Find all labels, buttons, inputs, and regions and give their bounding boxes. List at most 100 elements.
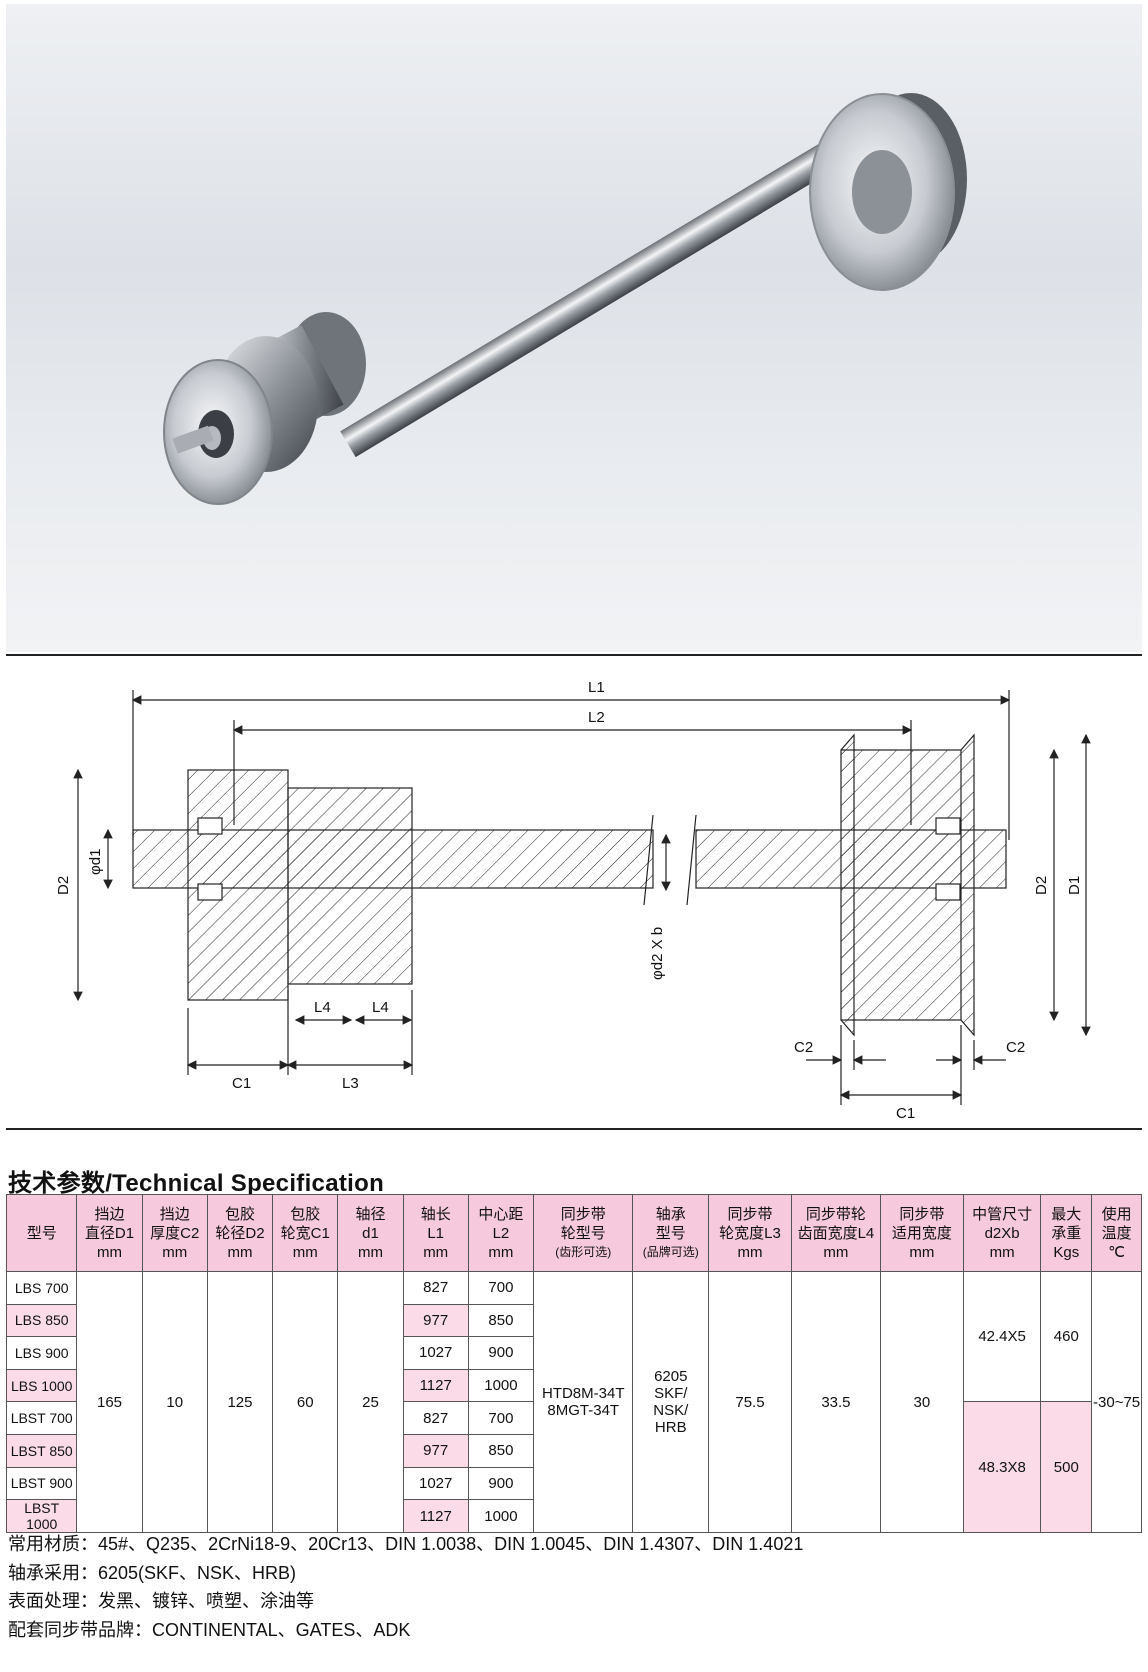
product-photo	[6, 4, 1142, 652]
center-distance-cell: 850	[467, 1303, 535, 1338]
header-line: 温度	[1101, 1224, 1132, 1242]
shaft-length-cell: 977	[402, 1303, 469, 1338]
max-load-cell: 460	[1040, 1270, 1093, 1403]
dim-c2-left: C2	[794, 1039, 813, 1056]
max-load-cell: 500	[1040, 1401, 1093, 1534]
tube-size-cell: 48.3X8	[962, 1401, 1042, 1534]
header-cell: 同步带轮型号(齿形可选)	[533, 1194, 634, 1272]
center-distance-cell: 900	[467, 1336, 535, 1370]
notes: 常用材质：45#、Q235、2CrNi18-9、20Cr13、DIN 1.003…	[8, 1530, 803, 1644]
shaft-length-cell: 1127	[402, 1499, 469, 1534]
header-line: (品牌可选)	[642, 1244, 699, 1259]
header-line: 轴径	[355, 1205, 386, 1223]
flange-thickness-cell: 10	[141, 1270, 208, 1534]
bearing-model-cell-line: 6205	[654, 1368, 688, 1386]
dim-d2-right: D2	[1033, 876, 1050, 895]
wheel-width-cell: 60	[272, 1270, 339, 1534]
dim-c1-left: C1	[232, 1075, 251, 1092]
header-line: 直径D1	[84, 1224, 135, 1242]
header-line: Kgs	[1053, 1243, 1080, 1261]
header-line: 包胶	[224, 1205, 255, 1223]
pulley-width-cell: 75.5	[708, 1270, 792, 1534]
header-line: 同步带	[899, 1205, 945, 1223]
header-line: 挡边	[94, 1205, 125, 1223]
header-line: 轮型号	[560, 1224, 606, 1242]
model-cell: LBS 900	[5, 1336, 78, 1370]
model-cell: LBST 850	[5, 1433, 78, 1468]
header-line: 轮宽C1	[280, 1224, 330, 1242]
header-line: 齿面宽度L4	[797, 1224, 875, 1242]
note-material: 常用材质：45#、Q235、2CrNi18-9、20Cr13、DIN 1.003…	[8, 1534, 804, 1554]
bottom-divider	[6, 1128, 1142, 1130]
header-line: 中心距	[478, 1205, 524, 1223]
shaft-length-cell: 827	[402, 1271, 469, 1305]
shaft-length-cell: 1027	[402, 1336, 469, 1370]
dim-tube: φd2 X b	[649, 927, 666, 980]
header-line: 型号	[26, 1224, 57, 1242]
header-line: mm	[357, 1243, 383, 1261]
dim-c2-right: C2	[1006, 1039, 1025, 1056]
header-line: mm	[488, 1243, 514, 1261]
belt-width-cell: 30	[879, 1270, 964, 1534]
bearing-model-cell-line: SKF/	[654, 1385, 688, 1403]
header-line: 轮宽度L3	[719, 1224, 781, 1242]
dim-shaft-d1: φd1	[87, 849, 104, 875]
header-line: mm	[737, 1243, 763, 1261]
center-distance-cell: 850	[467, 1433, 535, 1468]
technical-drawing: L1 L2 L3 L4 L4 C1 C1 C2 C2 D2 φd1 D2 D1 …	[6, 679, 1142, 1130]
center-distance-cell: 900	[467, 1466, 535, 1501]
dim-c1-right: C1	[896, 1105, 915, 1122]
note-bearing: 轴承采用：6205(SKF、NSK、HRB)	[8, 1562, 297, 1583]
header-cell: 型号	[5, 1194, 78, 1272]
header-line: d1	[362, 1224, 379, 1242]
pulley-model-cell-line: 8MGT-34T	[547, 1402, 620, 1420]
header-line: 适用宽度	[891, 1224, 952, 1242]
header-line: 承重	[1051, 1224, 1082, 1242]
shaft-length-cell: 827	[402, 1401, 469, 1435]
header-cell: 轴承型号 (品牌可选)	[632, 1194, 710, 1272]
header-cell: 使用温度℃	[1091, 1194, 1142, 1272]
temperature-cell: -30~75	[1091, 1270, 1142, 1534]
header-line: 包胶	[290, 1205, 321, 1223]
dim-d1: D1	[1066, 876, 1083, 895]
dim-l4a: L4	[314, 999, 331, 1016]
center-distance-cell: 1000	[467, 1499, 535, 1534]
shaft-diameter-cell: 25	[337, 1270, 404, 1534]
header-line: 使用	[1101, 1205, 1132, 1223]
shaft-length-cell: 977	[402, 1433, 469, 1468]
header-line: 同步带轮	[805, 1205, 866, 1223]
center-distance-cell: 700	[467, 1271, 535, 1305]
dim-l1: L1	[588, 679, 605, 696]
drawing-svg: L1 L2 L3 L4 L4 C1 C1 C2 C2 D2 φd1 D2 D1 …	[55, 679, 1091, 1122]
header-line: 挡边	[159, 1205, 190, 1223]
header-line: 轴承	[655, 1205, 686, 1223]
model-cell: LBST 1000	[5, 1499, 78, 1534]
shaft-length-cell: 1127	[402, 1368, 469, 1403]
header-line: mm	[989, 1243, 1015, 1261]
header-line: 轮径D2	[215, 1224, 265, 1242]
dim-l4b: L4	[372, 999, 389, 1016]
header-line: mm	[227, 1243, 253, 1261]
wheel-diameter-cell: 125	[206, 1270, 274, 1534]
header-line: mm	[423, 1243, 449, 1261]
header-line: 型号	[655, 1224, 686, 1242]
header-line: mm	[97, 1243, 123, 1261]
header-line: (齿形可选)	[555, 1244, 612, 1259]
dim-l2: L2	[588, 709, 605, 726]
bearing-model-cell-line: NSK/	[653, 1402, 689, 1420]
note-belt-brand: 配套同步带品牌：CONTINENTAL、GATES、ADK	[8, 1619, 411, 1640]
